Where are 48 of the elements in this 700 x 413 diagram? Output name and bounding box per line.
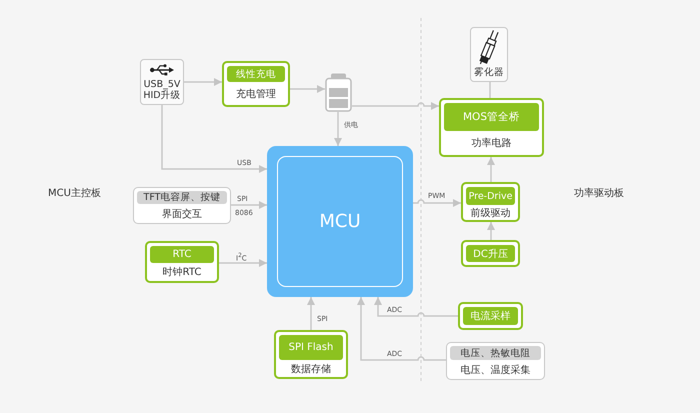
heading-bar: MOS管全桥 <box>444 103 539 131</box>
heading-bar: 电压、热敏电阻 <box>450 346 541 360</box>
process-box <box>458 302 523 330</box>
caption-text: 电压、温度采集 <box>460 364 532 378</box>
heading-bar: Pre-Drive <box>466 187 515 205</box>
node-label: MCU <box>319 212 361 232</box>
arrow <box>374 297 458 317</box>
caption-text: 数据存储 <box>290 362 332 376</box>
icon-box <box>140 59 184 105</box>
process-box <box>222 61 290 107</box>
icon-box <box>470 27 508 82</box>
arrow <box>413 199 461 207</box>
heading-bar: 电流采样 <box>463 307 518 325</box>
arrow <box>219 259 267 267</box>
node-label: 雾化器 <box>473 67 505 78</box>
process-box <box>461 182 520 222</box>
process-box <box>133 187 231 224</box>
caption-text: 前级驱动 <box>470 206 512 220</box>
arrow <box>357 297 446 361</box>
arrow <box>487 222 495 240</box>
arrow <box>352 102 439 110</box>
arrow <box>487 157 495 182</box>
caption-text: 时钟RTC <box>162 266 202 280</box>
heading-bar: RTC <box>150 246 214 263</box>
caption-text: 充电管理 <box>235 88 277 102</box>
process-box <box>145 241 219 283</box>
board-label: MCU主控板 <box>48 188 101 200</box>
heading-bar: SPI Flash <box>279 335 343 360</box>
process-box <box>274 330 348 379</box>
arrow <box>184 78 222 86</box>
arrow <box>161 105 267 173</box>
battery-icon <box>325 73 352 112</box>
process-box <box>461 240 520 267</box>
connector-line <box>489 82 491 98</box>
board-label: 功率驱动板 <box>574 188 624 200</box>
process-box <box>446 342 545 380</box>
caption-text: 功率电路 <box>470 136 512 151</box>
heading-bar: TFT电容屏、按键 <box>137 191 227 204</box>
arrow <box>231 201 267 209</box>
heading-bar: DC升压 <box>466 245 515 262</box>
arrow <box>290 85 325 93</box>
arrow <box>307 297 315 330</box>
node-label: USB_5V HID升级 <box>142 79 182 101</box>
arrow <box>334 112 342 146</box>
process-box <box>439 98 544 157</box>
chip-block <box>267 146 413 297</box>
caption-text: 界面交互 <box>161 208 203 222</box>
heading-bar: 线性充电 <box>227 66 285 82</box>
